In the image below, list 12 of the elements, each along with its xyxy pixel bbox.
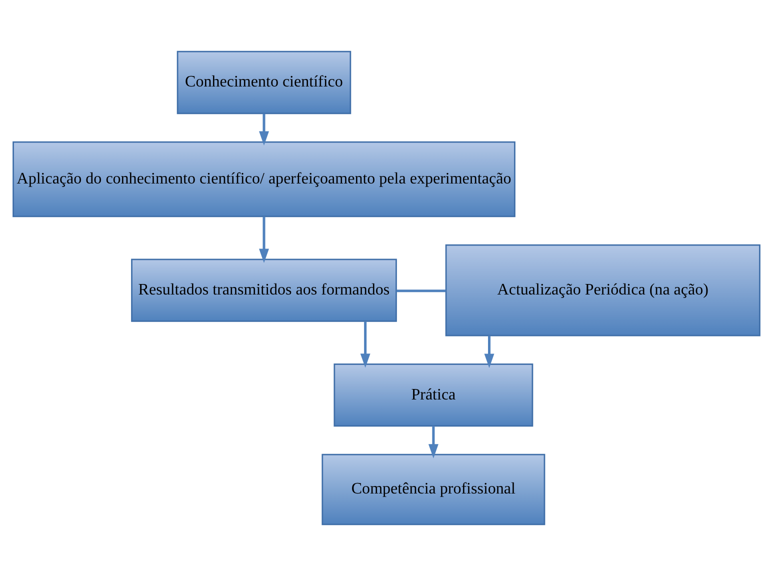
arrow [360, 322, 370, 368]
node-box: Aplicação do conhecimento científico/ aperfeiçoamento pela experimentação [12, 141, 516, 218]
node-box: Prática [334, 363, 534, 427]
arrow [259, 216, 269, 264]
node-box: Resultados transmitidos aos formandos [131, 258, 397, 322]
connector [396, 290, 446, 292]
node-box: Conhecimento científico [176, 50, 352, 114]
arrow [428, 426, 438, 458]
arrow [259, 114, 269, 146]
node-box: Actualização Periódica (na ação) [445, 244, 760, 336]
arrow [484, 336, 494, 368]
node-box: Competência profissional [322, 454, 546, 526]
